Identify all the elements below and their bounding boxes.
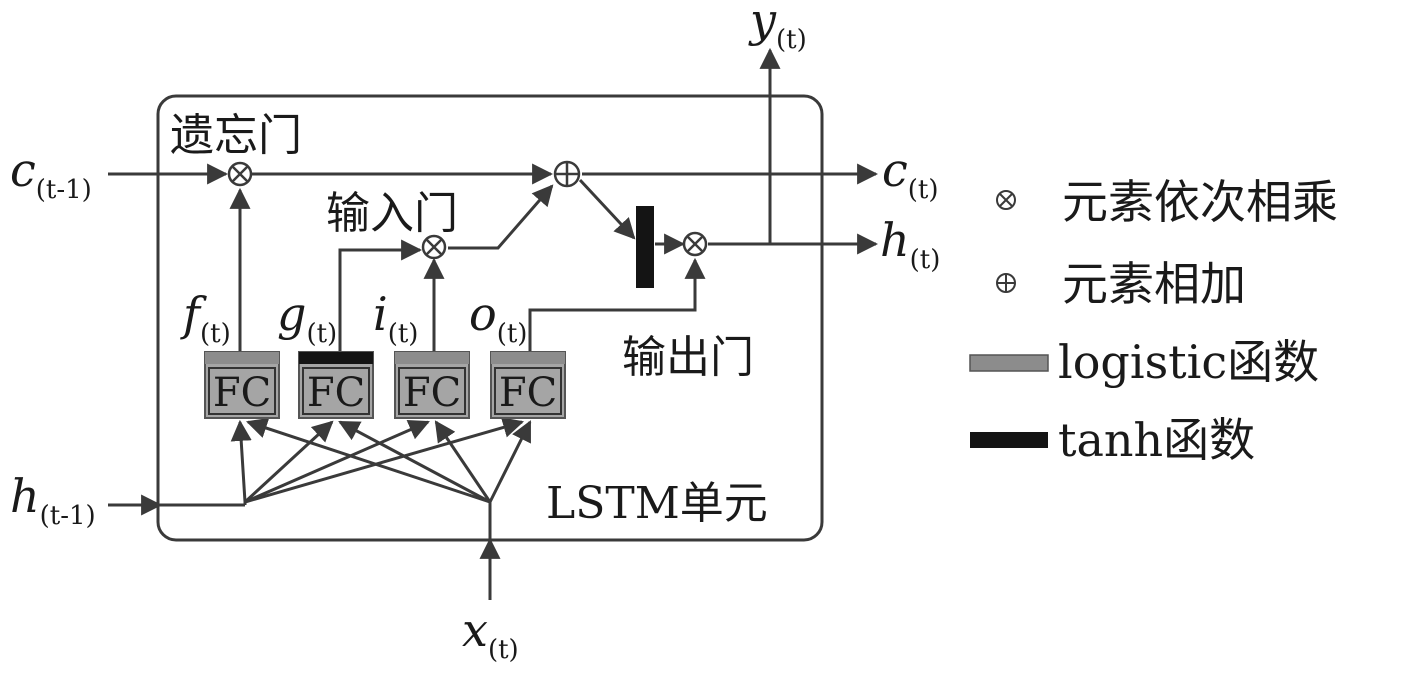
x-to-fc1 [246,417,491,504]
gate-symbol-f: f(t) [180,287,231,349]
input-gate-label: 输入门 [326,188,458,239]
input-multiply-op [421,234,447,260]
output-multiply-op [682,231,708,257]
fc-inner-frame-f [208,367,276,415]
fc-activation-bar-f [205,352,279,364]
legend-logistic-text: logistic函数 [1058,335,1319,389]
fc-label-i: FC [403,370,461,416]
legend-add-icon [996,273,1016,293]
forget-multiply-op [227,161,253,187]
fc-layer-i: FC i(t) [373,287,470,419]
g-to-input-line [338,239,423,352]
gate-symbol-i: i(t) [373,287,418,349]
fc-label-f: FC [213,370,271,416]
cell-title: LSTM单元 [546,478,768,529]
fc-inner-frame-i [398,367,466,415]
fc-layer-g: FC g(t) [277,287,374,419]
gate-symbol-g: g(t) [277,287,337,349]
fc-layer-o: FC o(t) [469,287,566,419]
c-prev-label: c(t-1) [10,143,92,205]
o-to-output-line [528,257,706,352]
legend: 元素依次相乘 元素相加 logistic函数 tanh函数 [969,175,1338,467]
x-to-fc4 [488,420,532,503]
x-to-fc3 [434,420,492,503]
fc-activation-bar-g [299,352,373,364]
forget-gate-label: 遗忘门 [170,110,302,161]
legend-multiply-text: 元素依次相乘 [1062,175,1338,229]
h-to-fc3 [244,419,430,504]
h-to-fc2 [243,420,334,504]
h-t-label: h(t) [880,213,940,275]
gate-symbol-o: o(t) [469,287,527,349]
fc-inner-frame-o [494,367,562,415]
fc-activation-bar-o [491,352,565,364]
h-to-fc1 [230,419,252,503]
x-t-label: x(t) [462,603,519,665]
legend-add-text: 元素相加 [1062,257,1246,311]
add-op [553,160,581,188]
legend-tanh-text: tanh函数 [1058,413,1255,467]
fc-label-o: FC [499,370,557,416]
h-to-fc4 [244,417,525,504]
output-gate-label: 输出门 [622,332,754,383]
fc-activation-bar-i [395,352,469,364]
fc-label-g: FC [307,370,365,416]
cell-tanh-block [636,206,654,288]
x-to-fc2 [338,420,491,504]
c-t-label: c(t) [882,143,939,205]
y-t-label: y(t) [748,0,807,55]
legend-logistic-swatch [969,354,1049,372]
fc-layer-f: FC f(t) [180,287,280,419]
legend-tanh-swatch [970,432,1048,448]
legend-multiply-icon [996,190,1016,210]
c-to-tanh-line [578,178,636,240]
h-prev-label: h(t-1) [10,469,96,531]
input-to-add-line [448,184,554,250]
fc-inner-frame-g [302,367,370,415]
